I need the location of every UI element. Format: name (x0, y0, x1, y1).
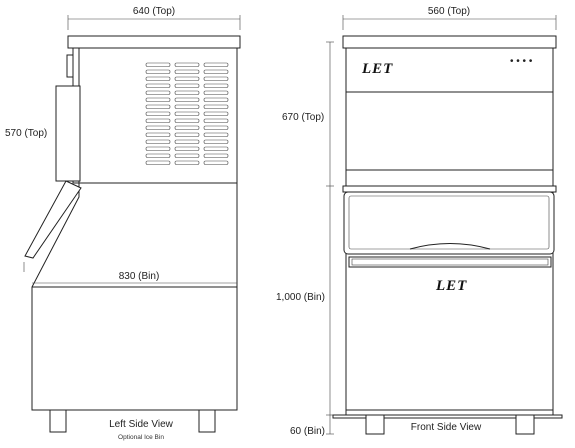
left-ice-bin (24, 180, 238, 411)
vent-column-1 (145, 62, 171, 165)
front-base-plate (332, 414, 563, 419)
left-pipe-tab (66, 54, 74, 78)
front-feet-height-label: 60 (Bin) (290, 426, 325, 437)
front-foot-left (365, 414, 385, 435)
front-foot-right (515, 414, 535, 435)
front-top-height-label: 670 (Top) (282, 112, 324, 123)
front-panel-indicators: • • • • (510, 56, 533, 67)
front-kick-strip (348, 256, 552, 268)
front-head-unit (345, 47, 554, 187)
front-bin-logo: LET (435, 278, 467, 294)
left-subcaption: Optional Ice Bin (118, 434, 164, 441)
left-top-width-label: 640 (Top) (133, 6, 175, 17)
front-top-lid (342, 35, 557, 49)
left-vent-grille (145, 62, 229, 165)
left-caption: Left Side View (109, 419, 174, 430)
front-head-logo: LET (361, 61, 393, 77)
front-caption: Front Side View (411, 422, 482, 433)
door-handle (409, 243, 491, 250)
left-foot-back (198, 409, 216, 433)
front-side-view: 560 (Top) 670 (Top) 1,000 (Bin) 60 (Bin)… (276, 6, 563, 437)
vent-column-3 (203, 62, 229, 165)
left-top-lid (67, 35, 241, 49)
front-bin-door (343, 191, 555, 255)
vent-column-2 (174, 62, 200, 165)
left-top-height-label: 570 (Top) (5, 128, 47, 139)
left-bin-width-label: 830 (Bin) (119, 271, 160, 282)
left-side-view: 640 (Top) (5, 6, 241, 441)
front-bin-height-label: 1,000 (Bin) (276, 292, 325, 303)
left-top-width-dimension: 640 (Top) (67, 6, 241, 30)
front-top-width-dimension: 560 (Top) (342, 6, 557, 30)
front-height-dimension: 670 (Top) 1,000 (Bin) 60 (Bin) (276, 41, 334, 437)
front-ice-bin: LET (342, 169, 557, 416)
front-top-width-label: 560 (Top) (428, 6, 470, 17)
left-bin-width-dimension: 830 (Bin) (32, 271, 237, 284)
left-foot-front (49, 409, 67, 433)
left-side-panel (55, 85, 81, 182)
